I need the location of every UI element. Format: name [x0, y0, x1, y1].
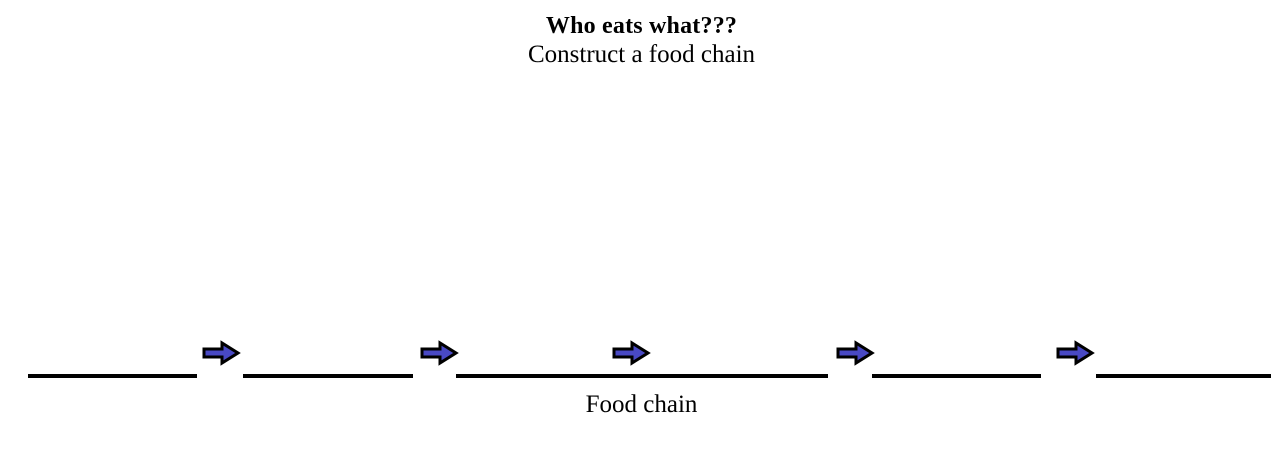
blank-line-5[interactable]: [1096, 374, 1271, 378]
blank-line-1[interactable]: [28, 374, 197, 378]
arrow-right-icon-2: [420, 340, 459, 366]
page-subtitle: Construct a food chain: [527, 41, 756, 68]
blank-line-4[interactable]: [872, 374, 1041, 378]
arrow-right-icon-5: [1056, 340, 1095, 366]
blank-line-3[interactable]: [456, 374, 828, 378]
food-chain-row: [0, 338, 1283, 382]
blank-line-2[interactable]: [243, 374, 413, 378]
arrow-right-icon-3: [612, 340, 651, 366]
page-title: Who eats what???: [545, 13, 738, 39]
heading-block: Who eats what??? Construct a food chain: [0, 12, 1283, 70]
food-chain-caption: Food chain: [585, 391, 698, 418]
arrow-right-icon-1: [202, 340, 241, 366]
arrow-right-icon-4: [836, 340, 875, 366]
